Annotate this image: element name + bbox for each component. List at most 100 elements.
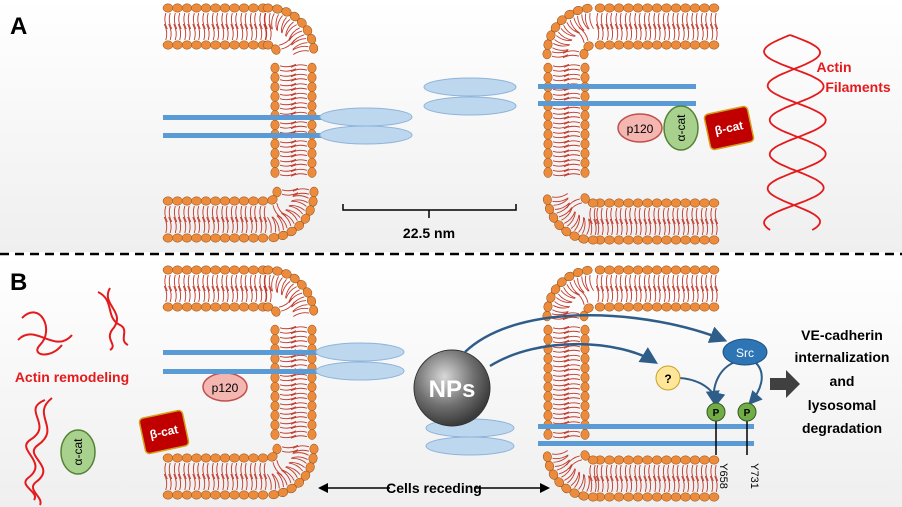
lipid xyxy=(708,23,720,50)
lipid xyxy=(543,39,570,51)
lipid xyxy=(554,465,576,488)
lipid xyxy=(181,473,193,500)
lipid xyxy=(276,7,292,33)
lipid xyxy=(262,265,274,292)
alpha-catenin-label: α-cat xyxy=(674,114,688,142)
lipid xyxy=(563,72,590,83)
lipid xyxy=(270,429,297,440)
panel-a: 22.5 nm p120 α-cat β-cat Actin Filaments xyxy=(163,34,891,241)
lipid xyxy=(708,455,720,482)
lipid xyxy=(670,3,682,30)
lipid xyxy=(290,157,317,169)
lipid xyxy=(267,452,287,476)
lipid xyxy=(257,196,269,223)
distance-label: 22.5 nm xyxy=(403,225,455,241)
outcome-line3: and xyxy=(830,373,855,389)
outcome-line2: internalization xyxy=(795,349,890,365)
lipid xyxy=(680,475,691,502)
lipid xyxy=(290,138,317,150)
lipid xyxy=(670,455,682,482)
lipid xyxy=(257,453,269,480)
lipid xyxy=(604,475,615,502)
lipid xyxy=(563,334,590,345)
lipid xyxy=(708,198,720,225)
lipid xyxy=(219,453,231,480)
lipid xyxy=(642,475,653,502)
lipid xyxy=(587,198,599,225)
lipid xyxy=(286,205,311,224)
outcome-line4: lysosomal xyxy=(808,397,876,413)
y731-label: Y731 xyxy=(748,463,760,489)
lipid xyxy=(219,216,231,243)
lipid xyxy=(594,285,606,312)
lipid xyxy=(238,3,250,30)
lipid xyxy=(699,198,710,225)
lipid xyxy=(181,285,193,312)
lipid xyxy=(229,453,240,480)
lipid xyxy=(219,196,231,223)
lipid xyxy=(270,419,297,431)
lipid xyxy=(270,62,297,74)
lipid xyxy=(272,443,299,455)
lipid xyxy=(270,91,297,102)
lipid xyxy=(563,362,590,374)
lipid xyxy=(670,265,682,292)
lipid xyxy=(210,216,221,243)
alpha-catenin-label: α-cat xyxy=(71,438,85,466)
lipid xyxy=(582,265,594,292)
lipid xyxy=(542,48,569,60)
lipid xyxy=(272,472,289,498)
lipid xyxy=(543,410,570,421)
lipid xyxy=(661,198,672,225)
lipid xyxy=(563,410,590,421)
lipid xyxy=(632,198,644,225)
lipid xyxy=(550,284,575,303)
lipid xyxy=(267,473,279,500)
lipid xyxy=(699,265,710,292)
alpha-catenin-protein xyxy=(60,429,96,475)
lipid xyxy=(680,23,691,50)
p120-label: p120 xyxy=(212,381,239,395)
lipid xyxy=(632,3,644,30)
lipid xyxy=(680,218,691,245)
y658-label: Y658 xyxy=(717,463,729,489)
unknown-kinase xyxy=(655,365,681,391)
lipid xyxy=(623,455,634,482)
outcome-line5: degradation xyxy=(802,420,882,436)
lipid xyxy=(172,3,183,30)
lipid xyxy=(162,216,174,243)
receding-arrowhead-right xyxy=(540,483,550,493)
lipid xyxy=(210,265,221,292)
lipid xyxy=(623,3,634,30)
lipid xyxy=(172,23,183,50)
lipid xyxy=(290,429,317,440)
lipid xyxy=(569,472,585,498)
lipid xyxy=(543,62,570,74)
lipid xyxy=(289,457,315,473)
actin-fragment xyxy=(97,291,129,346)
lipid xyxy=(699,23,710,50)
lipid xyxy=(292,43,319,55)
lipid xyxy=(200,453,212,480)
lipid xyxy=(680,3,691,30)
lipid xyxy=(543,138,570,150)
src-label: Src xyxy=(736,346,754,360)
lipid xyxy=(270,167,297,178)
lipid xyxy=(191,23,202,50)
lipid xyxy=(270,410,297,421)
lipid xyxy=(563,110,590,121)
panel-a-background xyxy=(0,0,902,252)
lipid xyxy=(578,474,590,501)
phosphate-y731 xyxy=(737,402,757,422)
lipid xyxy=(642,455,653,482)
lipid xyxy=(574,27,594,51)
lipid xyxy=(271,297,295,317)
lipid xyxy=(229,265,240,292)
lipid xyxy=(604,23,615,50)
actin-label-line2: Filaments xyxy=(825,79,891,95)
lipid xyxy=(238,265,250,292)
actin-filaments xyxy=(763,34,827,231)
lipid xyxy=(661,23,672,50)
lipid xyxy=(248,23,259,50)
lipid xyxy=(563,324,590,336)
